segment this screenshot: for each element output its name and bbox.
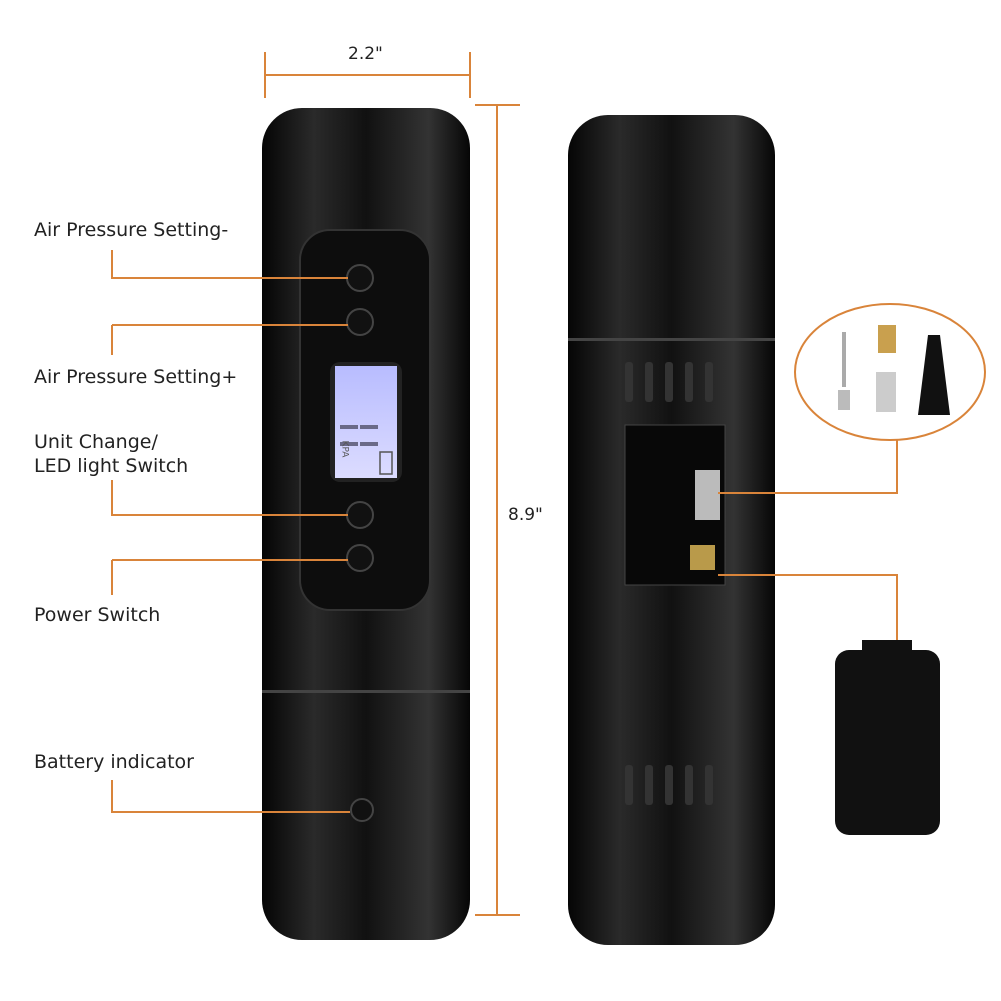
lcd-display <box>335 366 397 478</box>
battery-cover <box>835 650 940 835</box>
width-dimension: 2.2" <box>348 44 383 64</box>
pump-back <box>568 115 775 945</box>
callout-lines <box>111 250 986 813</box>
label-unit-change: Unit Change/ <box>34 431 158 453</box>
accessories <box>838 325 950 415</box>
label-power-switch: Power Switch <box>34 604 161 626</box>
dimension-lines <box>264 52 520 916</box>
label-pressure-minus: Air Pressure Setting- <box>34 219 229 241</box>
height-dimension: 8.9" <box>508 505 543 525</box>
pump-front <box>262 108 470 940</box>
lcd-unit: KPA <box>339 440 350 458</box>
label-led-switch: LED light Switch <box>34 455 189 477</box>
label-pressure-plus: Air Pressure Setting+ <box>34 366 238 388</box>
label-battery-indicator: Battery indicator <box>34 751 194 773</box>
